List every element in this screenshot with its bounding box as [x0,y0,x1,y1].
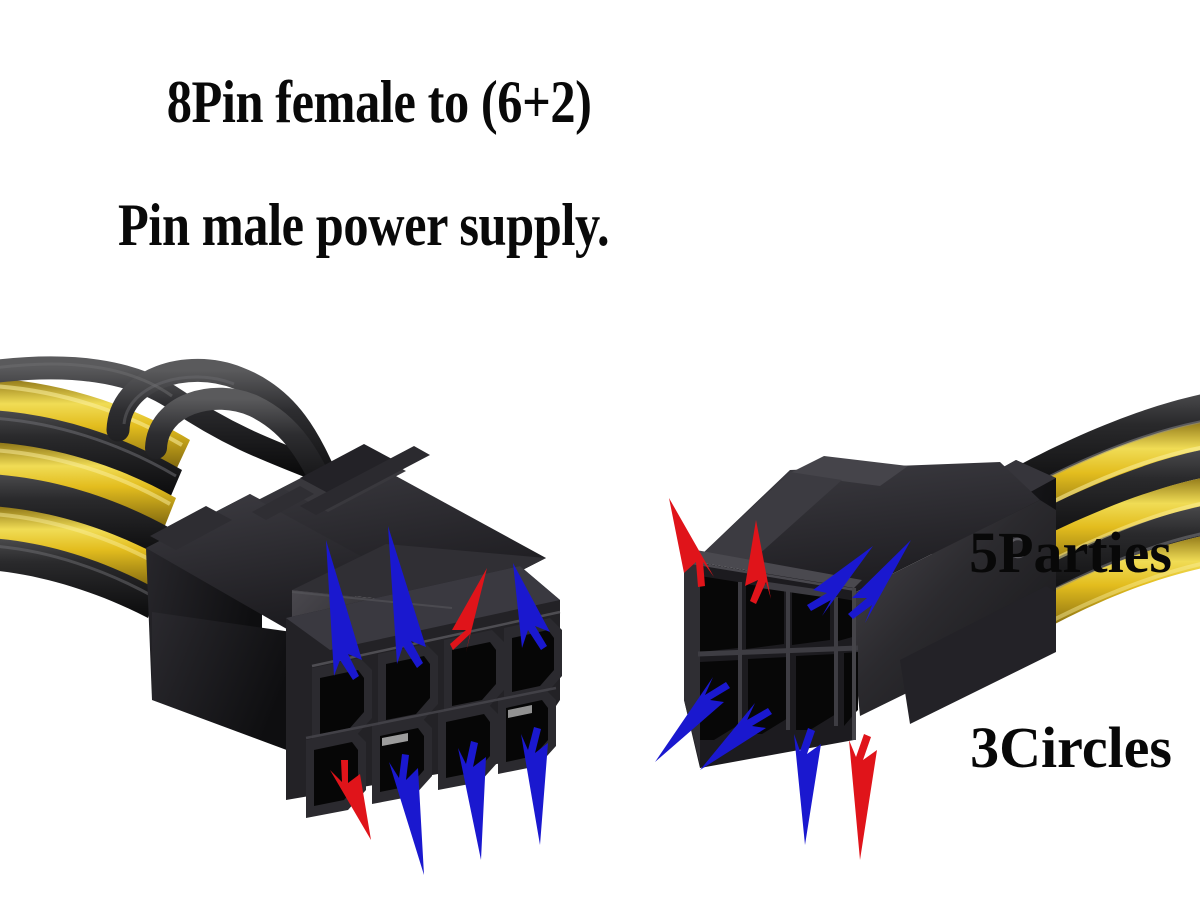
right-cable-bundle [1010,394,1200,632]
left-cable-bundle [0,378,190,618]
left-pin-row-top [312,618,562,746]
left-arrow-bottom-1-red [330,760,371,840]
right-arrow-top-4-blue [848,540,911,623]
right-arrow-top-1-red [669,498,714,587]
right-connector [684,456,1056,768]
left-arrow-bottom-4-blue [521,727,548,845]
left-hole-t2 [378,644,438,732]
page-title: 8Pin female to (6+2) Pin male power supp… [118,14,807,373]
right-hole-t4 [838,598,856,641]
title-line-1: 8Pin female to (6+2) [166,68,592,135]
caption-line-2: 3Circles [970,715,1172,781]
right-arrow-group [655,498,911,860]
right-pin-row-bottom [700,652,858,740]
right-hole-t2 [746,584,784,649]
right-arrow-top-3-blue [807,546,873,616]
right-arrow-top-2-red [745,520,771,604]
right-hole-b3 [796,654,836,730]
title-line-2: Pin male power supply. [118,192,610,259]
right-arrow-bottom-1-blue [655,677,730,762]
left-hole-t1 [312,658,372,746]
corner-caption: 5Parties 3Circles [969,391,1172,911]
left-arrow-group [326,526,550,875]
right-hole-b1 [700,660,740,740]
left-arrow-top-1-blue [326,540,362,680]
left-loop-cables [0,356,342,511]
left-arrow-bottom-3-blue [458,741,486,860]
caption-line-1: 5Parties [969,520,1172,586]
left-hole-t3 [444,630,504,718]
left-arrow-top-3-red [450,568,487,652]
left-arrow-bottom-2-blue [389,754,424,875]
right-arrow-bottom-3-blue [794,728,821,845]
right-arrow-bottom-2-blue [700,703,772,770]
left-connector [146,444,562,818]
left-arrow-top-4-blue [513,563,550,650]
right-hole-t1 [700,576,738,652]
left-arrow-top-2-blue [388,526,426,668]
right-arrow-bottom-4-red [849,734,877,860]
